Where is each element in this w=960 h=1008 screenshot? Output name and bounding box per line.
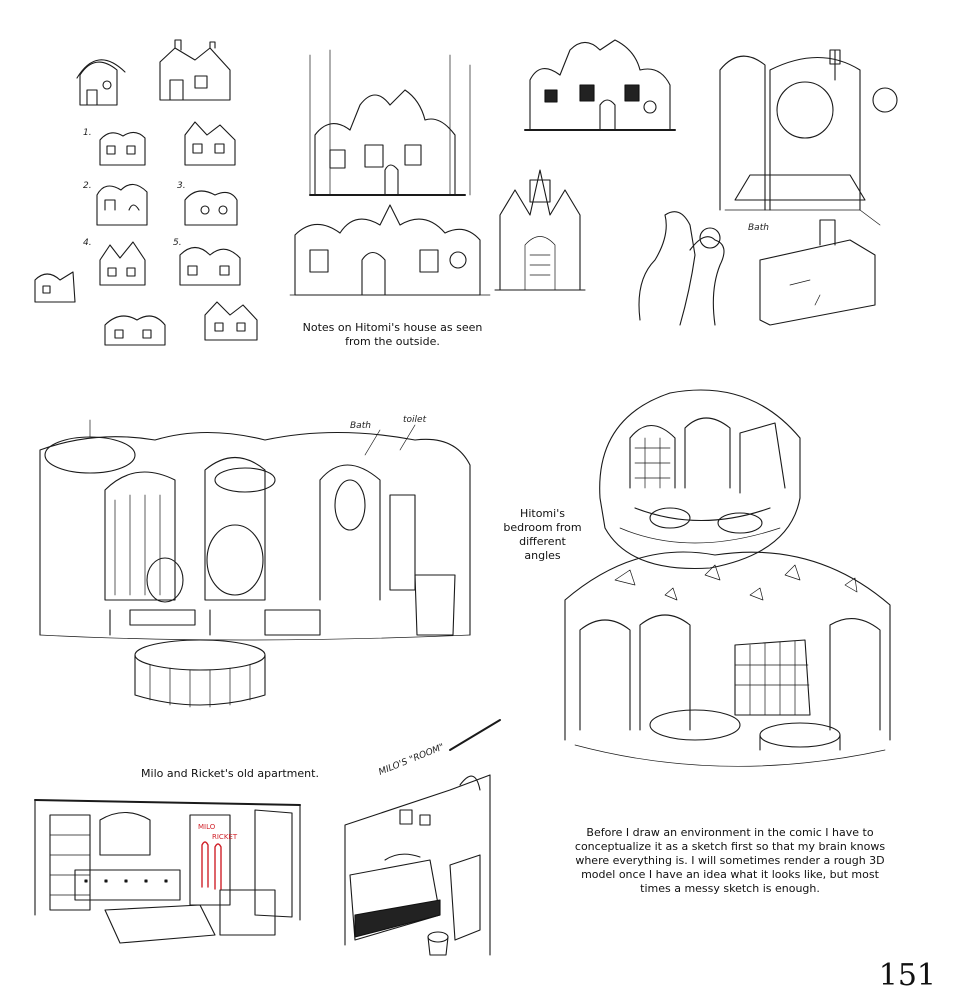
toilet-label: toilet [403, 415, 427, 425]
bedroom-dome-wide-sketch [555, 540, 900, 780]
house-gate-sketch [490, 160, 590, 300]
house-thumbnail-sketches: 1. 2. 3. 4. 5. [25, 39, 270, 360]
caption-apartment: Milo and Ricket's old apartment. [141, 767, 319, 780]
bathroom-sketch: Bath [620, 40, 898, 340]
house-exterior-sketch [289, 45, 491, 300]
thumb-label-3: 3. [177, 181, 186, 191]
milos-room-label: MILO'S "ROOM" [377, 742, 445, 777]
thumb-label-4: 4. [83, 238, 92, 248]
thumb-label-5: 5. [173, 238, 182, 248]
apartment-living-room-sketch: MILO RICKET [30, 795, 305, 950]
bath-label-bedroom: Bath [350, 421, 371, 431]
thumb-label-2: 2. [83, 181, 92, 191]
caption-process: Before I draw an environment in the comi… [574, 826, 886, 895]
caption-house-notes: Notes on Hitomi's house as seen from the… [302, 321, 483, 348]
page-number: 151 [878, 958, 936, 993]
house-facade-sketch [524, 35, 676, 140]
thumb-label-1: 1. [83, 128, 92, 138]
bedroom-dome-top-sketch [590, 378, 810, 578]
milo-label: MILO [198, 823, 216, 831]
ricket-label: RICKET [212, 833, 238, 841]
milos-room-sketch: MILO'S "ROOM" [330, 715, 505, 965]
caption-bedroom: Hitomi's bedroom from different angles [503, 507, 582, 562]
bath-label-top: Bath [748, 223, 769, 233]
bedroom-front-sketch: Bath toilet [35, 410, 475, 720]
